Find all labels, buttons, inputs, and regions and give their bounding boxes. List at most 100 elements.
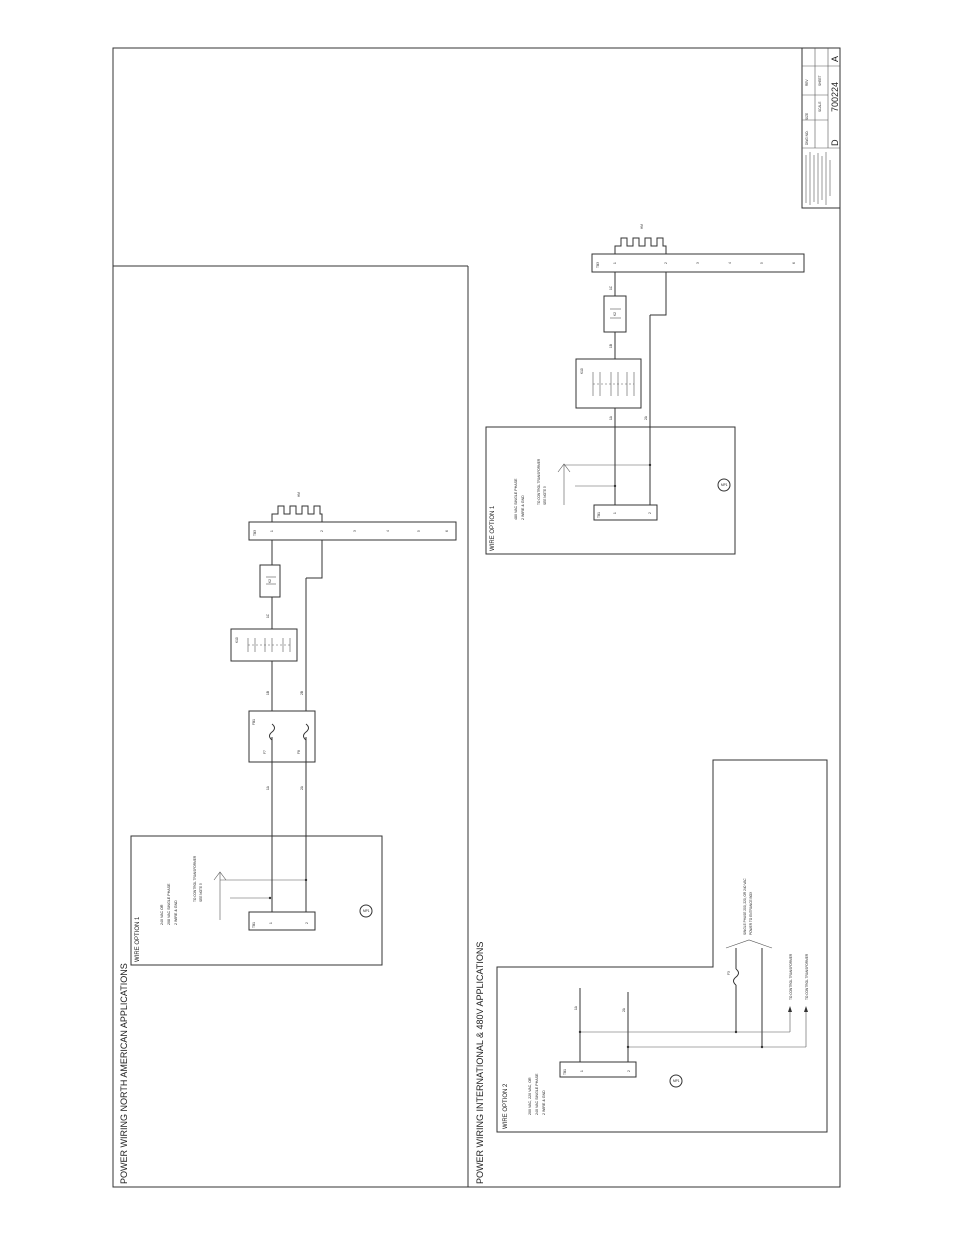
tb3-terminal-na-1: 1 [270, 530, 274, 532]
drawing-revision: A [830, 56, 840, 62]
drawing-size: D [830, 139, 840, 146]
tb3-terminal-na-3: 3 [353, 530, 357, 532]
supply-text-intl-line2: 2 WIRE & GND [521, 495, 525, 520]
section-title-international: POWER WIRING INTERNATIONAL & 480V APPLIC… [475, 942, 485, 1184]
tb1-terminal-intl-2: 2 [648, 512, 652, 514]
fb1-label: FB1 [252, 719, 256, 725]
heater-hm-na: HM [271, 492, 323, 522]
title-block-sheet-header: SHEET [818, 75, 822, 86]
title-block-dwg-header: DWG NO. [805, 131, 809, 145]
fuse-block-fb1 [248, 710, 316, 763]
control-note-intl-line1: TO CONTROL TRANSFORMER [537, 458, 541, 505]
motor-mp1-na: MP1 [359, 904, 373, 918]
tb3-terminal-na-2: 2 [320, 530, 324, 532]
wire-label-na-2b: 2B [300, 691, 304, 695]
tb1-label-intl: TB1 [597, 512, 601, 518]
tb3-terminal-intl-1: 1 [613, 262, 617, 264]
drawing-number: 700224 [830, 82, 840, 112]
heater-label-intl: HM [640, 224, 644, 229]
wire-label-intl-2a: 2A [644, 415, 648, 420]
fuse-f7-label: F7 [263, 750, 267, 754]
contactor-k10-na [230, 628, 298, 662]
wire-label-na-1a: 1A [266, 785, 270, 790]
k10-label-na: K10 [235, 637, 239, 643]
tb3-terminal-intl-3: 3 [696, 262, 700, 264]
tb3-terminal-intl-2: 2 [664, 262, 668, 264]
k2-label-na: K2 [268, 579, 272, 583]
title-block-scale-header: SCALE [818, 102, 822, 112]
tb3-label-na: TB3 [253, 530, 257, 536]
entrance-box-arrow [725, 939, 773, 949]
relay-k2-na [259, 564, 281, 598]
wire-label-na-1b: 1B [266, 691, 270, 695]
entrance-note-line1: SINGLE PHASE 200, 220, OR 240 VAC [743, 878, 747, 935]
supply-text-intl-line1: 480 VAC SINGLE PHASE [514, 478, 518, 520]
tb3-terminal-intl-5: 5 [760, 262, 764, 264]
control-note-na-line2: SEE NOTE 5 [199, 883, 203, 902]
motor-label-na: MP1 [363, 909, 370, 913]
section-international: POWER WIRING INTERNATIONAL & 480V APPLIC… [475, 224, 828, 1184]
wire-option-1-title-intl: WIRE OPTION 1 [490, 505, 496, 551]
wire-option-2-title: WIRE OPTION 2 [503, 1083, 509, 1129]
fuse-f7 [269, 723, 275, 741]
tb1-label-na: TB1 [252, 922, 256, 928]
wire-label-intl-1c: 1C [609, 285, 613, 290]
wire-label-opt2-2a: 2A [622, 1007, 626, 1012]
k10-label-intl: K10 [580, 368, 584, 374]
tb1-terminal-na-2: 2 [305, 922, 309, 924]
terminal-block-tb1-opt2 [559, 1061, 637, 1078]
control-note-na-line1: TO CONTROL TRANSFORMER [193, 855, 197, 902]
supply-text-na-line1: 240 VAC OR [160, 904, 164, 925]
heater-hm-intl: HM [614, 224, 667, 254]
wire-option-1-title-na: WIRE OPTION 1 [135, 916, 141, 962]
wire-label-intl-1b: 1B [609, 344, 613, 348]
tb1-label-opt2: TB1 [563, 1069, 567, 1075]
tb3-terminal-na-5: 5 [417, 530, 421, 532]
heater-label-na: HM [297, 492, 301, 497]
option2-text-line1: 200 VAC, 220 VAC, OR [528, 1077, 532, 1115]
tb3-terminal-intl-4: 4 [728, 262, 732, 264]
terminal-block-tb1-na [248, 911, 316, 931]
title-block: REV SCALE SHEET DWG NO. SIZE 700224 D A [801, 47, 841, 209]
section-title-north-american: POWER WIRING NORTH AMERICAN APPLICATIONS [119, 963, 129, 1184]
fuse-f8 [303, 723, 309, 741]
title-block-size-header: SIZE [805, 113, 809, 120]
title-block-rev-header: REV [805, 79, 809, 86]
terminal-strip-tb3-na [248, 521, 457, 541]
opt2-ctrl-note-1: TO CONTROL TRANSFORMER [789, 953, 793, 1000]
opt2-ctrl-note-2: TO CONTROL TRANSFORMER [805, 953, 809, 1000]
wire-option-1-box-na [130, 835, 383, 966]
option2-text-line2: 240 VAC SINGLE PHASE [535, 1073, 539, 1115]
motor-mp1-opt2: MP1 [669, 1074, 683, 1088]
motor-label-intl: MP1 [721, 483, 728, 487]
fuse-f8-label: F8 [297, 750, 301, 754]
motor-mp1-intl: MP1 [717, 478, 731, 492]
wire-label-intl-1a: 1A [609, 415, 613, 420]
tb1-terminal-opt2-2: 2 [627, 1070, 631, 1072]
wire-label-opt2-1a: 1A [574, 1005, 578, 1010]
supply-text-na-line2: 208 VAC SINGLE PHASE [167, 883, 171, 925]
tb3-terminal-na-4: 4 [386, 530, 390, 532]
tb3-label-intl: TB3 [596, 262, 600, 268]
fuse-f3 [733, 968, 739, 986]
wire-label-na-1c: 1C [266, 613, 270, 618]
tb3-terminal-na-6: 6 [445, 530, 449, 532]
supply-text-na-line3: 2 WIRE & GND [174, 900, 178, 925]
terminal-block-tb1-intl [593, 504, 658, 521]
tb1-terminal-na-1: 1 [269, 922, 273, 924]
fuse-f3-label: F3 [727, 971, 731, 975]
tb1-terminal-opt2-1: 1 [580, 1070, 584, 1072]
k2-label-intl: K2 [613, 312, 617, 316]
option2-text-line3: 2 WIRE & GND [542, 1090, 546, 1115]
motor-label-opt2: MP1 [673, 1079, 680, 1083]
wire-label-na-2a: 2A [300, 785, 304, 790]
wire-option-2-box [496, 759, 828, 1133]
tb3-terminal-intl-6: 6 [792, 262, 796, 264]
sheet-border [112, 47, 841, 1188]
tb1-terminal-intl-1: 1 [613, 512, 617, 514]
control-note-intl-line2: SEE NOTE 5 [543, 486, 547, 505]
wire-option-1-box-intl [485, 426, 736, 555]
terminal-strip-tb3-intl [591, 253, 805, 273]
section-north-american: POWER WIRING NORTH AMERICAN APPLICATIONS… [119, 492, 457, 1184]
